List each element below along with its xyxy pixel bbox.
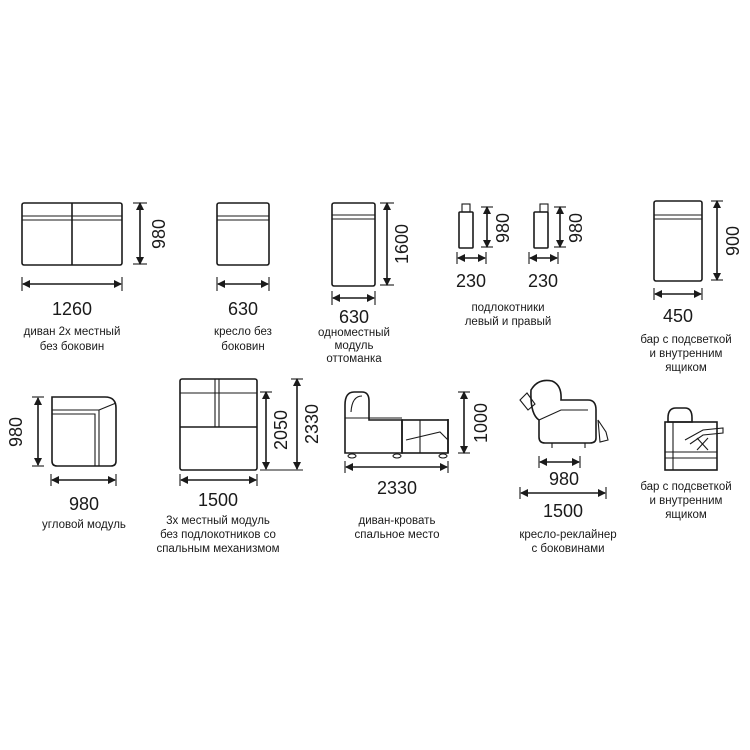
bar-caption-1: бар с подсветкой (640, 334, 731, 346)
sofa-2-seat-module: 980 1260 диван 2х местный без боковин (21, 202, 169, 353)
bar-side-caption-2: и внутренним (650, 495, 723, 507)
sofa-2-seat-width-label: 1260 (52, 299, 92, 319)
armrest-left-width-label: 230 (456, 271, 486, 291)
ottoman-caption-2: модуль (335, 340, 374, 352)
bar-side-drawing (664, 407, 724, 471)
sofa-bed-caption-2: спальное место (355, 529, 440, 541)
recliner-outer-width-label: 1500 (543, 501, 583, 521)
armrest-right-width-label: 230 (528, 271, 558, 291)
recliner-drawing (519, 379, 609, 448)
recliner-caption-1: кресло-реклайнер (519, 529, 616, 541)
recliner-module: 980 1500 кресло-реклайнер с боковинами (519, 379, 617, 555)
armchair-no-sides-width-label: 630 (228, 299, 258, 319)
bar-module: 900 450 бар с подсветкой и внутренним ящ… (640, 200, 743, 374)
armchair-no-sides-module: 630 кресло без боковин (214, 202, 272, 353)
armchair-no-sides-drawing (216, 202, 270, 266)
sofa-bed-caption-1: диван-кровать (359, 515, 436, 527)
ottoman-drawing (331, 202, 376, 287)
corner-width-label: 980 (69, 494, 99, 514)
bar-caption-3: ящиком (665, 362, 707, 374)
three-seat-inner-height-label: 2050 (271, 410, 291, 450)
recliner-inner-width-label: 980 (549, 469, 579, 489)
sofa-bed-height-label: 1000 (471, 403, 491, 443)
bar-drawing (653, 200, 703, 282)
three-seat-caption-3: спальным механизмом (156, 543, 279, 555)
armrests-caption-1: подлокотники (471, 302, 544, 314)
three-seat-outer-height-label: 2330 (302, 404, 322, 444)
corner-drawing (51, 396, 117, 467)
ottoman-caption-3: оттоманка (326, 353, 382, 365)
sofa-2-seat-height-label: 980 (149, 219, 169, 249)
armrest-left-height-label: 980 (493, 213, 513, 243)
three-seat-caption-2: без подлокотников со (160, 529, 276, 541)
three-seat-width-label: 1500 (198, 490, 238, 510)
sofa-bed-module: 1000 2330 диван-кровать спальное место (344, 391, 491, 541)
armrests-module: 980 230 980 230 подлокотники левый и пра… (456, 203, 586, 328)
three-seat-drawing (179, 378, 258, 471)
bar-caption-2: и внутренним (650, 348, 723, 360)
three-seat-module: 2050 2330 1500 3х местный модуль без под… (156, 378, 322, 555)
bar-side-module: бар с подсветкой и внутренним ящиком (640, 407, 732, 521)
corner-caption-1: угловой модуль (42, 519, 126, 531)
sofa-2-seat-caption-1: диван 2х местный (24, 326, 121, 338)
sofa-bed-drawing (344, 391, 449, 459)
ottoman-height-label: 1600 (392, 224, 412, 264)
corner-height-label: 980 (6, 417, 26, 447)
recliner-caption-2: с боковинами (531, 543, 604, 555)
bar-width-label: 450 (663, 306, 693, 326)
corner-module: 980 980 угловой модуль (6, 396, 126, 531)
armchair-no-sides-caption-1: кресло без (214, 326, 272, 338)
bar-side-caption-1: бар с подсветкой (640, 481, 731, 493)
sofa-bed-width-label: 2330 (377, 478, 417, 498)
armrest-left-drawing (458, 203, 474, 249)
three-seat-caption-1: 3х местный модуль (166, 515, 270, 527)
bar-side-caption-3: ящиком (665, 509, 707, 521)
sofa-2-seat-caption-2: без боковин (40, 341, 105, 353)
sofa-2-seat-drawing (21, 202, 123, 266)
ottoman-module: 1600 630 одноместный модуль оттоманка (318, 202, 412, 365)
ottoman-width-label: 630 (339, 307, 369, 327)
ottoman-caption-1: одноместный (318, 327, 390, 339)
armrests-caption-2: левый и правый (465, 316, 552, 328)
armrest-right-drawing (533, 203, 549, 249)
armchair-no-sides-caption-2: боковин (221, 341, 264, 353)
bar-height-label: 900 (723, 226, 743, 256)
armrest-right-height-label: 980 (566, 213, 586, 243)
